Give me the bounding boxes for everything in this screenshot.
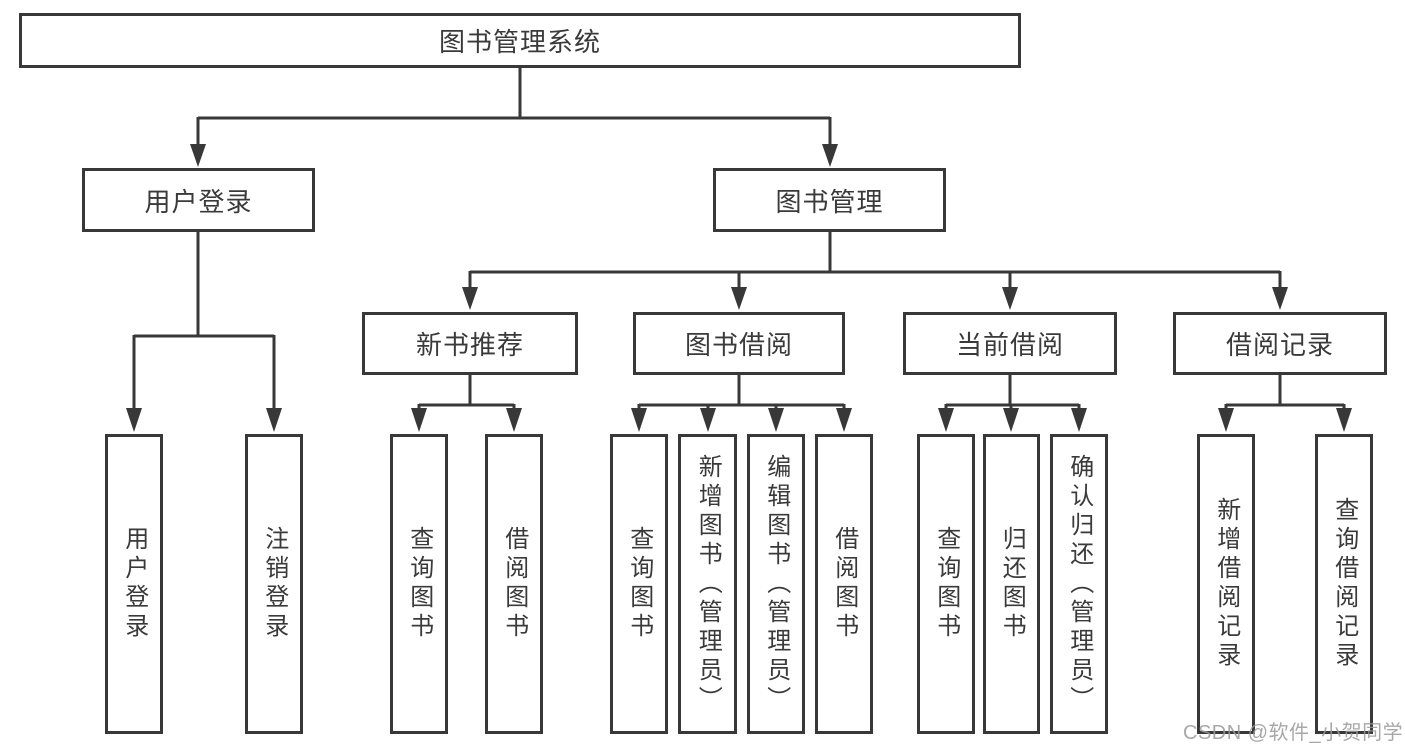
leaf-query-borrow-record: 查询借阅记录 [1315, 434, 1373, 734]
leaf-label: 查询借阅记录 [1330, 497, 1358, 671]
leaf-label: 借阅图书 [830, 526, 858, 642]
leaf-label: 借阅图书 [500, 526, 528, 642]
leaf-confirm-return-admin: 确认归还（管理员） [1050, 434, 1108, 734]
leaf-borrow-books-recommend: 借阅图书 [485, 434, 543, 734]
node-label: 图书借阅 [684, 330, 793, 360]
leaf-label: 用户登录 [120, 526, 148, 642]
leaf-label: 新增图书（管理员） [694, 453, 722, 715]
leaf-query-books-current: 查询图书 [917, 434, 975, 734]
leaf-label: 查询图书 [625, 526, 653, 642]
node-label: 借阅记录 [1225, 330, 1334, 360]
leaf-borrow-books-borrowing: 借阅图书 [815, 434, 873, 734]
leaf-label: 查询图书 [405, 526, 433, 642]
leaf-user-login: 用户登录 [105, 434, 163, 734]
leaf-label: 编辑图书（管理员） [762, 453, 790, 715]
node-borrowing-records: 借阅记录 [1173, 312, 1387, 375]
node-library-management-system: 图书管理系统 [19, 13, 1021, 68]
node-current-borrowing: 当前借阅 [903, 312, 1117, 375]
leaf-query-books-recommend: 查询图书 [390, 434, 448, 734]
csdn-watermark: CSDN @软件_小贺同学 [1183, 722, 1404, 744]
leaf-label: 归还图书 [998, 526, 1026, 642]
node-new-book-recommendation: 新书推荐 [362, 312, 578, 375]
node-label: 新书推荐 [415, 330, 524, 360]
node-label: 图书管理 [775, 186, 884, 217]
leaf-add-books-admin: 新增图书（管理员） [678, 434, 737, 734]
leaf-edit-books-admin: 编辑图书（管理员） [747, 434, 805, 734]
leaf-label: 确认归还（管理员） [1065, 453, 1093, 715]
leaf-add-borrow-record: 新增借阅记录 [1197, 434, 1255, 734]
leaf-label: 注销登录 [260, 526, 288, 642]
node-book-management: 图书管理 [713, 168, 946, 232]
leaf-return-books: 归还图书 [983, 434, 1040, 734]
node-label: 图书管理系统 [438, 27, 601, 57]
leaf-logout: 注销登录 [245, 434, 303, 734]
node-book-borrowing: 图书借阅 [633, 312, 845, 375]
leaf-label: 查询图书 [932, 526, 960, 642]
node-label: 当前借阅 [955, 330, 1064, 360]
leaf-query-books-borrowing: 查询图书 [610, 434, 668, 734]
leaf-label: 新增借阅记录 [1212, 497, 1240, 671]
node-label: 用户登录 [144, 186, 253, 217]
node-user-login: 用户登录 [82, 168, 315, 232]
